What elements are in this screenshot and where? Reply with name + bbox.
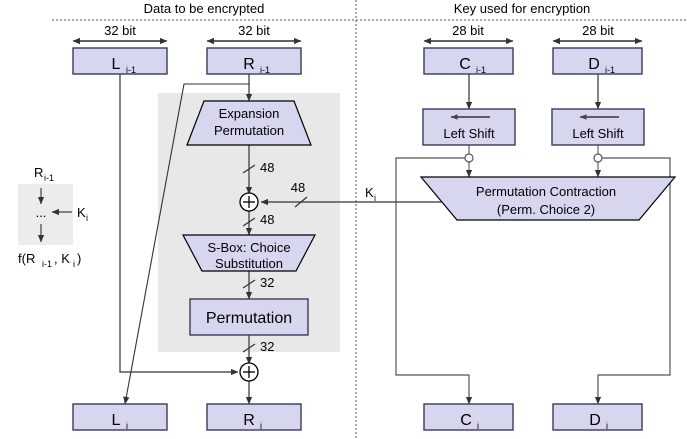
inset-input-label: R	[34, 165, 43, 180]
box-c-prev-label: C	[459, 56, 471, 73]
title-right: Key used for encryption	[454, 1, 591, 16]
label-32-sbox-out: 32	[260, 275, 274, 290]
box-permutation: Permutation	[189, 298, 309, 336]
inset-input-sub: i-1	[44, 173, 54, 183]
sbox-line2: Substitution	[215, 256, 283, 271]
inset-output-suffix: )	[77, 251, 81, 266]
sbox-line1: S-Box: Choice	[207, 240, 290, 255]
perm-contraction-line1: Permutation Contraction	[476, 184, 616, 199]
inset-key-label: K	[77, 205, 86, 220]
shape-permutation-contraction: Permutation Contraction (Perm. Choice 2)	[419, 176, 677, 221]
box-l-prev: L i-1	[72, 47, 168, 75]
box-c-next-sub: i	[477, 421, 479, 431]
shape-sbox: S-Box: Choice Substitution	[182, 234, 316, 272]
tick-sbox-out	[242, 279, 256, 289]
box-l-prev-label: L	[112, 56, 121, 73]
junction-dot-d	[593, 153, 603, 163]
box-l-next-label: L	[112, 412, 121, 429]
box-l-prev-sub: i-1	[126, 65, 136, 75]
label-key-ki: K	[365, 185, 374, 200]
xor-gate-key	[239, 192, 259, 212]
box-d-next-label: D	[589, 412, 601, 429]
box-d-prev: D i-1	[552, 47, 643, 75]
expansion-line2: Permutation	[214, 123, 284, 138]
svg-text:32 bit: 32 bit	[238, 23, 270, 38]
box-d-prev-label: D	[588, 56, 600, 73]
inset-output-sub2: i	[73, 259, 75, 269]
tick-xor1-out	[242, 217, 256, 227]
svg-text:32 bit: 32 bit	[104, 23, 136, 38]
shape-expansion-permutation: Expansion Permutation	[186, 100, 312, 146]
left-shift-d-label: Left Shift	[572, 126, 624, 141]
perm-contraction-line2: (Perm. Choice 2)	[497, 202, 595, 217]
line-c-branch-to-cnext	[395, 157, 473, 405]
box-r-prev: R i-1	[206, 47, 302, 75]
line-rprev-branch-to-lnext	[123, 83, 249, 405]
tick-expansion-out	[242, 164, 256, 174]
tick-permutation-out	[242, 343, 256, 353]
svg-text:28 bit: 28 bit	[452, 23, 484, 38]
tick-key-in	[294, 196, 308, 208]
box-d-next-sub: i	[606, 421, 608, 431]
inset-grey-region	[18, 184, 73, 245]
left-shift-c-label: Left Shift	[443, 126, 495, 141]
inset-function-diagram: R i-1 ... K i f(R i-1 , K i )	[18, 165, 88, 269]
inset-key-sub: i	[86, 213, 88, 223]
width-measure-c: 28 bit	[423, 23, 514, 45]
box-c-prev: C i-1	[423, 47, 514, 75]
inset-output-mid: , K	[54, 251, 70, 266]
box-l-next-sub: i	[126, 421, 128, 431]
box-r-next-sub: i	[260, 421, 262, 431]
box-r-next-label: R	[243, 412, 255, 429]
inset-ellipsis: ...	[36, 205, 47, 220]
width-measure-l: 32 bit	[72, 23, 168, 45]
box-left-shift-d: Left Shift	[551, 108, 645, 146]
box-c-next: C i	[423, 403, 514, 431]
inset-output-prefix: f(R	[18, 251, 35, 266]
permutation-label: Permutation	[206, 310, 292, 327]
box-r-prev-sub: i-1	[260, 65, 270, 75]
box-d-prev-sub: i-1	[605, 65, 615, 75]
box-left-shift-c: Left Shift	[422, 108, 516, 146]
box-l-next: L i	[72, 403, 168, 431]
box-d-next: D i	[552, 403, 643, 431]
junction-dot-c	[464, 153, 474, 163]
box-c-prev-sub: i-1	[476, 65, 486, 75]
line-lprev-to-xor	[119, 74, 239, 376]
svg-text:28 bit: 28 bit	[582, 23, 614, 38]
expansion-line1: Expansion	[219, 106, 280, 121]
label-48-key: 48	[291, 180, 305, 195]
label-key-ki-sub: i	[374, 193, 376, 203]
label-48-xor-out: 48	[260, 212, 274, 227]
box-c-next-label: C	[460, 412, 472, 429]
width-measure-r: 32 bit	[206, 23, 302, 45]
box-r-prev-label: R	[243, 56, 255, 73]
label-32-permutation-out: 32	[260, 339, 274, 354]
box-r-next: R i	[206, 403, 302, 431]
inset-output-sub1: i-1	[42, 259, 52, 269]
line-d-branch-to-dnext	[594, 157, 671, 405]
xor-gate-output	[239, 362, 259, 382]
label-48-expansion: 48	[260, 160, 274, 175]
title-left: Data to be encrypted	[144, 1, 265, 16]
width-measure-d: 28 bit	[552, 23, 643, 45]
